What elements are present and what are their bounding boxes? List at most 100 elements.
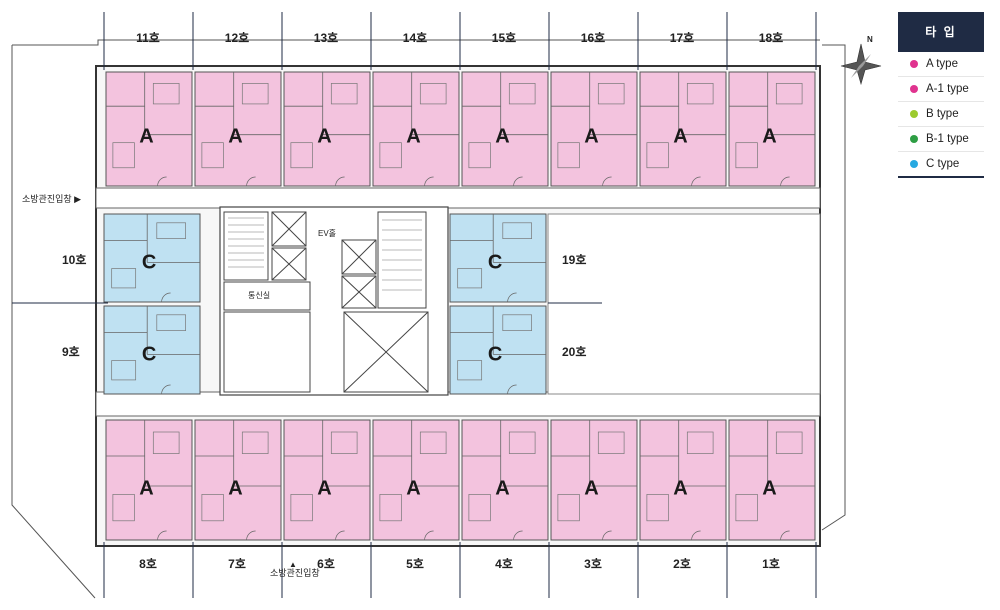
legend-item: B type (898, 102, 984, 127)
unit-bed (156, 314, 186, 331)
unit-door-swing (157, 176, 167, 187)
unit-bath (468, 142, 491, 169)
unit-bed (152, 431, 180, 454)
north-label: N (867, 35, 873, 44)
unit-type-letter: C (488, 344, 502, 366)
unit-fill (449, 305, 547, 395)
elevator-left-1 (271, 211, 307, 247)
unit-door-swing (780, 176, 790, 187)
unit-bed (241, 83, 269, 105)
unit-bed (508, 83, 536, 105)
unit-number-bottom: 6호 (317, 557, 335, 571)
unit-type-letter: A (762, 477, 776, 499)
legend-item-label: C type (926, 158, 960, 170)
unit-number-bottom: 1호 (762, 557, 780, 571)
unit-type-letter: A (228, 126, 242, 148)
unit-bed (330, 83, 358, 105)
ev-hall-label: EV홀 (318, 228, 336, 238)
corridor-top (95, 187, 821, 209)
unit-bath (646, 494, 669, 522)
unit-bath (112, 494, 135, 522)
unit-fill (639, 419, 727, 541)
unit-type-letter: A (139, 126, 153, 148)
unit-door-swing (157, 530, 167, 541)
unit-bath (457, 268, 483, 289)
unit-type-letter: A (673, 477, 687, 499)
unit-fill (461, 419, 549, 541)
legend-dot-icon (910, 60, 918, 68)
lobby-right-x2 (343, 311, 429, 393)
unit-type-letter: C (142, 344, 156, 366)
unit-number-top: 16호 (581, 31, 605, 45)
unit-type-letter: A (139, 477, 153, 499)
north-arrow-icon: N (840, 35, 882, 86)
unit-bed (775, 431, 803, 454)
unit-number-right: 20호 (562, 345, 586, 359)
unit-type-letter: C (142, 252, 156, 274)
unit-top: A (283, 71, 371, 187)
unit-door-swing (507, 384, 517, 395)
unit-door-swing (246, 530, 256, 541)
legend-item: A-1 type (898, 77, 984, 102)
elevator-left-2 (271, 247, 307, 281)
fire-entry-stairs-label: 소방관진입창 (270, 567, 320, 578)
site-boundary-left (11, 45, 96, 599)
unit-bath (735, 142, 758, 169)
unit-bath (290, 142, 313, 169)
unit-type-letter: A (584, 477, 598, 499)
unit-door-swing (513, 530, 523, 541)
unit-bed (152, 83, 180, 105)
unit-top: A (194, 71, 282, 187)
unit-fill (372, 419, 460, 541)
unit-top: A (105, 71, 193, 187)
stair-left (223, 211, 269, 281)
unit-right: C (449, 213, 547, 303)
legend-item: A type (898, 52, 984, 77)
unit-fill (103, 213, 201, 303)
legend-dot-icon (910, 135, 918, 143)
unit-door-swing (780, 530, 790, 541)
unit-type-letter: A (406, 477, 420, 499)
elevator-right-2 (341, 275, 377, 309)
unit-fill (639, 71, 727, 187)
legend-item-label: A type (926, 58, 958, 70)
lobby-right (343, 311, 429, 393)
comm-room (223, 281, 311, 311)
elev-x4 (271, 247, 307, 281)
unit-number-bottom: 2호 (673, 557, 691, 571)
unit-door-swing (424, 176, 434, 187)
unit-door-swing (513, 176, 523, 187)
elevator-right-1 (341, 239, 377, 275)
unit-fill (194, 419, 282, 541)
unit-bottom: A (550, 419, 638, 541)
unit-bath (201, 142, 224, 169)
unit-fill (449, 213, 547, 303)
unit-number-top: 15호 (492, 31, 516, 45)
stair-right (377, 211, 427, 309)
unit-type-letter: C (488, 252, 502, 274)
unit-door-swing (602, 176, 612, 187)
unit-bath (112, 142, 135, 169)
core-area (219, 206, 449, 396)
unit-type-letter: A (406, 126, 420, 148)
legend-dot-icon (910, 85, 918, 93)
unit-top: A (550, 71, 638, 187)
unit-bottom: A (283, 419, 371, 541)
unit-door-swing (246, 176, 256, 187)
unit-door-swing (691, 176, 701, 187)
unit-bath (111, 360, 137, 381)
unit-number-bottom: 7호 (228, 557, 246, 571)
north-arrow-diag (851, 54, 871, 78)
stairs-up-icon: ▲ (289, 560, 297, 569)
legend-dot-icon (910, 110, 918, 118)
unit-bed (597, 431, 625, 454)
unit-number-bottom: 4호 (495, 557, 513, 571)
unit-bottom: A (372, 419, 460, 541)
elev-x6 (341, 239, 377, 275)
unit-fill (103, 305, 201, 395)
unit-number-top: 11호 (136, 31, 160, 45)
unit-number-top: 14호 (403, 31, 427, 45)
